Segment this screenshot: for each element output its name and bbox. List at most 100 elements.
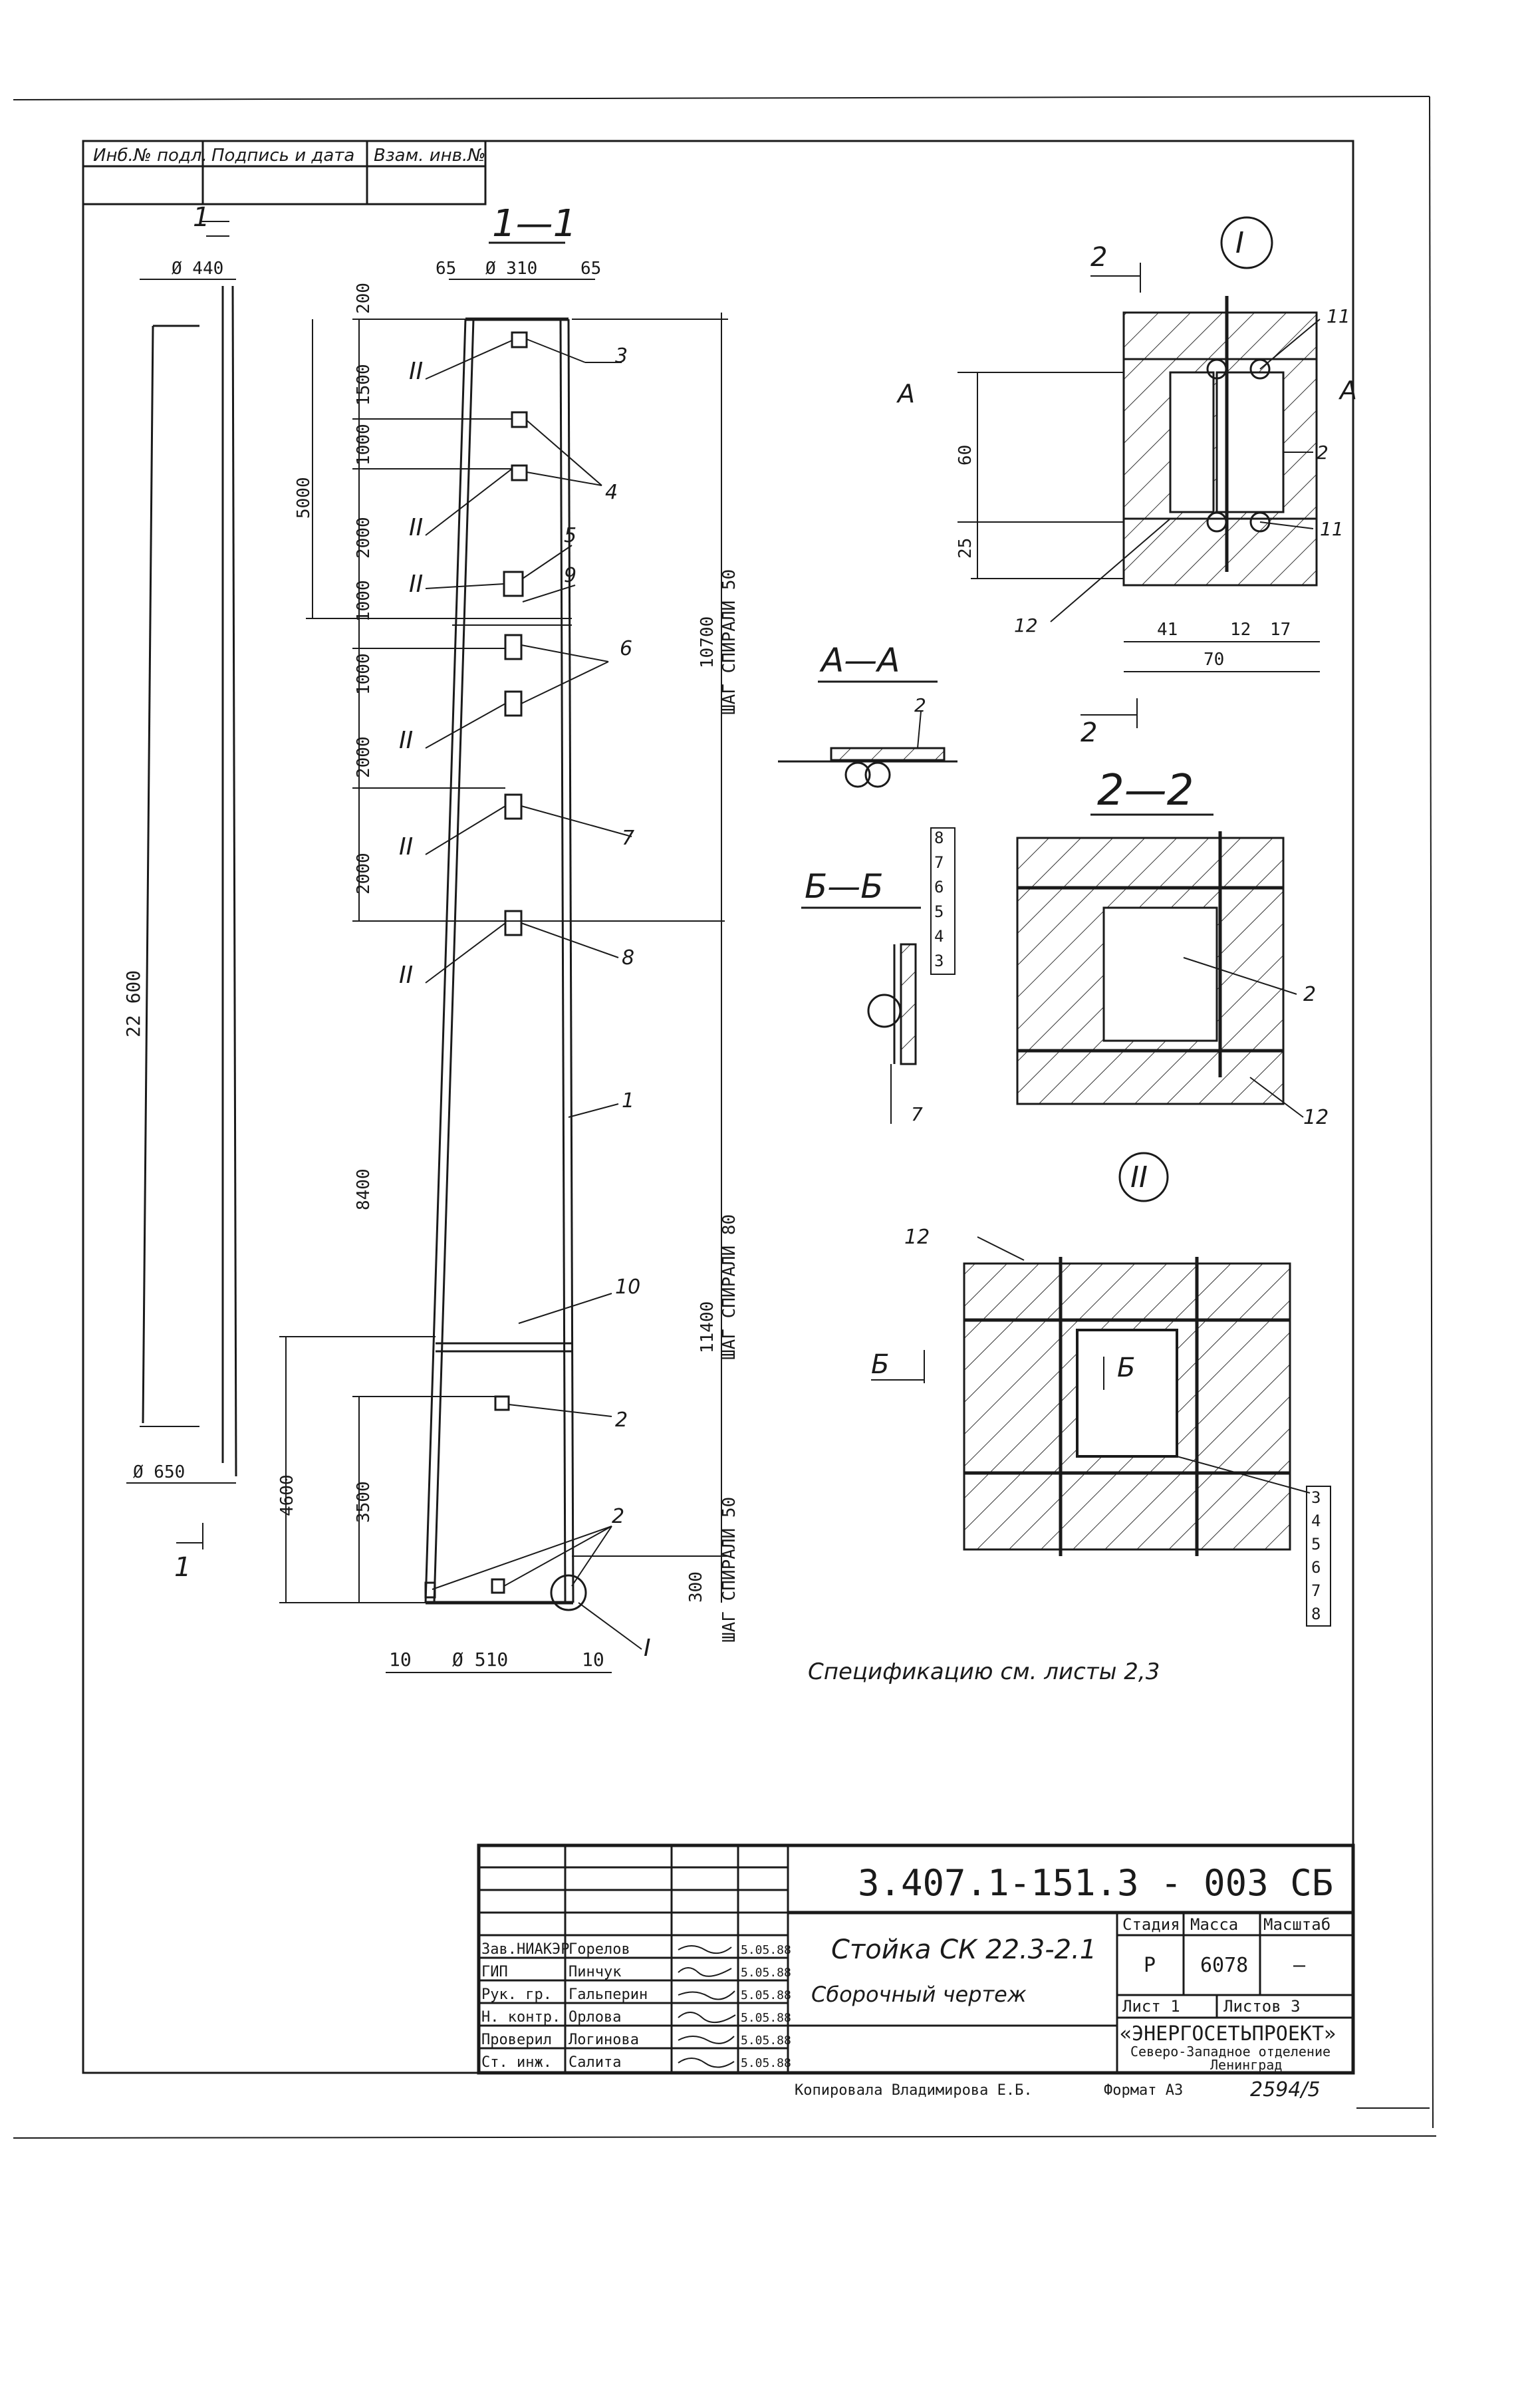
outline-view: 1 Ø 440 Ø 650 22 600 1 — [122, 202, 237, 1583]
stamp-replace-label: Взам. инв.№ — [374, 146, 485, 166]
view-I-section-A-left: A — [896, 379, 915, 408]
view-II-stack-3: 3 — [1311, 1488, 1321, 1507]
signer-date: 5.05.88 — [741, 1943, 791, 1957]
main-section-1-1: 1—1 65 Ø 310 65 — [277, 202, 739, 1673]
spiral-note-80: ШАГ СПИРАЛИ 80 — [719, 1214, 739, 1360]
stack-8: 8 — [934, 829, 944, 847]
dia-650-label: Ø 650 — [133, 1462, 185, 1482]
signer-role: Проверил — [481, 2032, 552, 2048]
signer-date: 5.05.88 — [741, 2056, 791, 2070]
callout-8: 8 — [622, 946, 634, 970]
callout-9: 9 — [564, 564, 576, 587]
signer-name: Горелов — [569, 1941, 630, 1958]
view-I-callout-11-bottom: 11 — [1320, 518, 1344, 540]
callouts-right: 3 4 5 9 6 7 8 1 10 2 2 I — [432, 338, 651, 1662]
view-I-dim-60: 60 — [955, 445, 975, 466]
org-city: Ленинград — [1210, 2057, 1282, 2073]
dim-top-dia: Ø 310 — [485, 259, 537, 279]
view-I-cut2: 2 — [1090, 242, 1107, 273]
view-I-callout-12: 12 — [1014, 614, 1038, 636]
scale-value: — — [1293, 1954, 1306, 1977]
view-22: 2—2 2 12 — [1016, 766, 1329, 1129]
signer-name: Салита — [569, 2054, 621, 2071]
left-dim-300: 300 — [686, 1571, 706, 1603]
roman-II-3: II — [409, 571, 423, 598]
view-BB-callout-7: 7 — [911, 1103, 923, 1125]
signature-scribbles — [678, 1945, 736, 2068]
left-dim-2000-b: 2000 — [354, 736, 374, 778]
doc-code: 3.407.1-151.3 - 003 СБ — [858, 1862, 1333, 1904]
left-dim-1000-a: 1000 — [354, 424, 374, 466]
signer-date: 5.05.88 — [741, 2011, 791, 2025]
title-block: 3.407.1-151.3 - 003 СБ Стойка СК 22.3-2.… — [477, 1843, 1355, 2075]
dim-bottom-right: 10 — [582, 1649, 604, 1671]
view-II-stack-7: 7 — [1311, 1581, 1321, 1600]
callout-2-lower: 2 — [612, 1505, 624, 1528]
callouts-left: II II II II II II — [399, 340, 513, 989]
callout-5: 5 — [564, 524, 576, 547]
view-I-callout-11-top: 11 — [1327, 305, 1350, 327]
view-I: I 2 A A 60 25 41 12 17 70 11 2 11 12 2 — [896, 216, 1357, 748]
total-length-label: 22 600 — [122, 970, 144, 1037]
view-22-label: 2—2 — [1097, 766, 1194, 815]
left-dim-200: 200 — [354, 283, 374, 314]
view-BB: Б—Б 8 7 6 5 4 3 7 — [801, 827, 955, 1125]
view-II: II 12 Б Б 3 4 5 6 7 8 — [871, 1152, 1331, 1627]
view-I-dim-25: 25 — [955, 538, 975, 559]
left-dim-2000-a: 2000 — [354, 517, 374, 559]
callout-10: 10 — [615, 1275, 640, 1299]
stage-head: Стадия — [1122, 1915, 1180, 1934]
view-I-label: I — [1235, 226, 1244, 260]
stack-6: 6 — [934, 878, 944, 896]
callout-6: 6 — [620, 637, 632, 660]
right-dim-11400: 11400 — [698, 1301, 717, 1353]
view-II-stack-5: 5 — [1311, 1535, 1321, 1553]
signer-role: Рук. гр. — [481, 1986, 552, 2003]
callout-2-upper: 2 — [615, 1408, 628, 1432]
left-dim-2000-c: 2000 — [354, 853, 374, 894]
signer-name: Орлова — [569, 2009, 621, 2026]
item-title: Стойка СК 22.3-2.1 — [831, 1935, 1096, 1965]
sheet-total: Листов 3 — [1223, 1997, 1301, 2016]
view-AA: А—А 2 — [778, 641, 957, 788]
format-label: Формат А3 — [1104, 2082, 1183, 2099]
dim-top-right: 65 — [580, 259, 601, 279]
roman-II-5: II — [399, 833, 413, 861]
section-1-1-title: 1—1 — [492, 202, 576, 245]
signer-role: ГИП — [481, 1964, 508, 1980]
view-AA-label: А—А — [819, 641, 900, 680]
view-I-cut2-bottom: 2 — [1081, 718, 1097, 748]
node-I-label: I — [644, 1635, 651, 1662]
view-II-stack-6: 6 — [1311, 1558, 1321, 1577]
copied-by: Копировала Владимирова Е.Б. — [795, 2082, 1033, 2099]
roman-II-6: II — [399, 962, 413, 989]
stack-3: 3 — [934, 952, 944, 970]
view-II-stack-4: 4 — [1311, 1512, 1321, 1530]
callout-4: 4 — [605, 481, 618, 504]
stack-5: 5 — [934, 902, 944, 921]
corner-stamp: Инб.№ подл. Подпись и дата Взам. инв.№ — [82, 140, 487, 205]
view-II-stack-8: 8 — [1311, 1605, 1321, 1623]
signer-role: Ст. инж. — [481, 2054, 552, 2071]
signer-date: 5.05.88 — [741, 1988, 791, 2002]
cut-mark-top: 1 — [193, 202, 209, 233]
mass-head: Масса — [1190, 1915, 1238, 1934]
stage-value: Р — [1144, 1954, 1156, 1977]
org-branch: Северо-Западное отделение — [1130, 2044, 1331, 2060]
signer-name: Логинова — [569, 2032, 639, 2048]
left-dim-8400: 8400 — [354, 1168, 374, 1210]
view-II-callout-12: 12 — [904, 1226, 930, 1249]
view-II-label: II — [1130, 1160, 1148, 1194]
view-II-section-B-right: Б — [1117, 1353, 1135, 1383]
view-II-section-B-left: Б — [871, 1349, 889, 1380]
view-AA-callout-2: 2 — [914, 694, 926, 716]
stamp-sign-label: Подпись и дата — [211, 146, 354, 166]
left-dim-1000-c: 1000 — [354, 653, 374, 695]
view-I-callout-2: 2 — [1317, 442, 1329, 464]
left-dim-3500: 3500 — [354, 1481, 374, 1523]
specification-note: Спецификацию см. листы 2,3 — [808, 1659, 1160, 1685]
view-I-dim-17: 17 — [1270, 620, 1291, 640]
mass-value: 6078 — [1200, 1954, 1248, 1977]
